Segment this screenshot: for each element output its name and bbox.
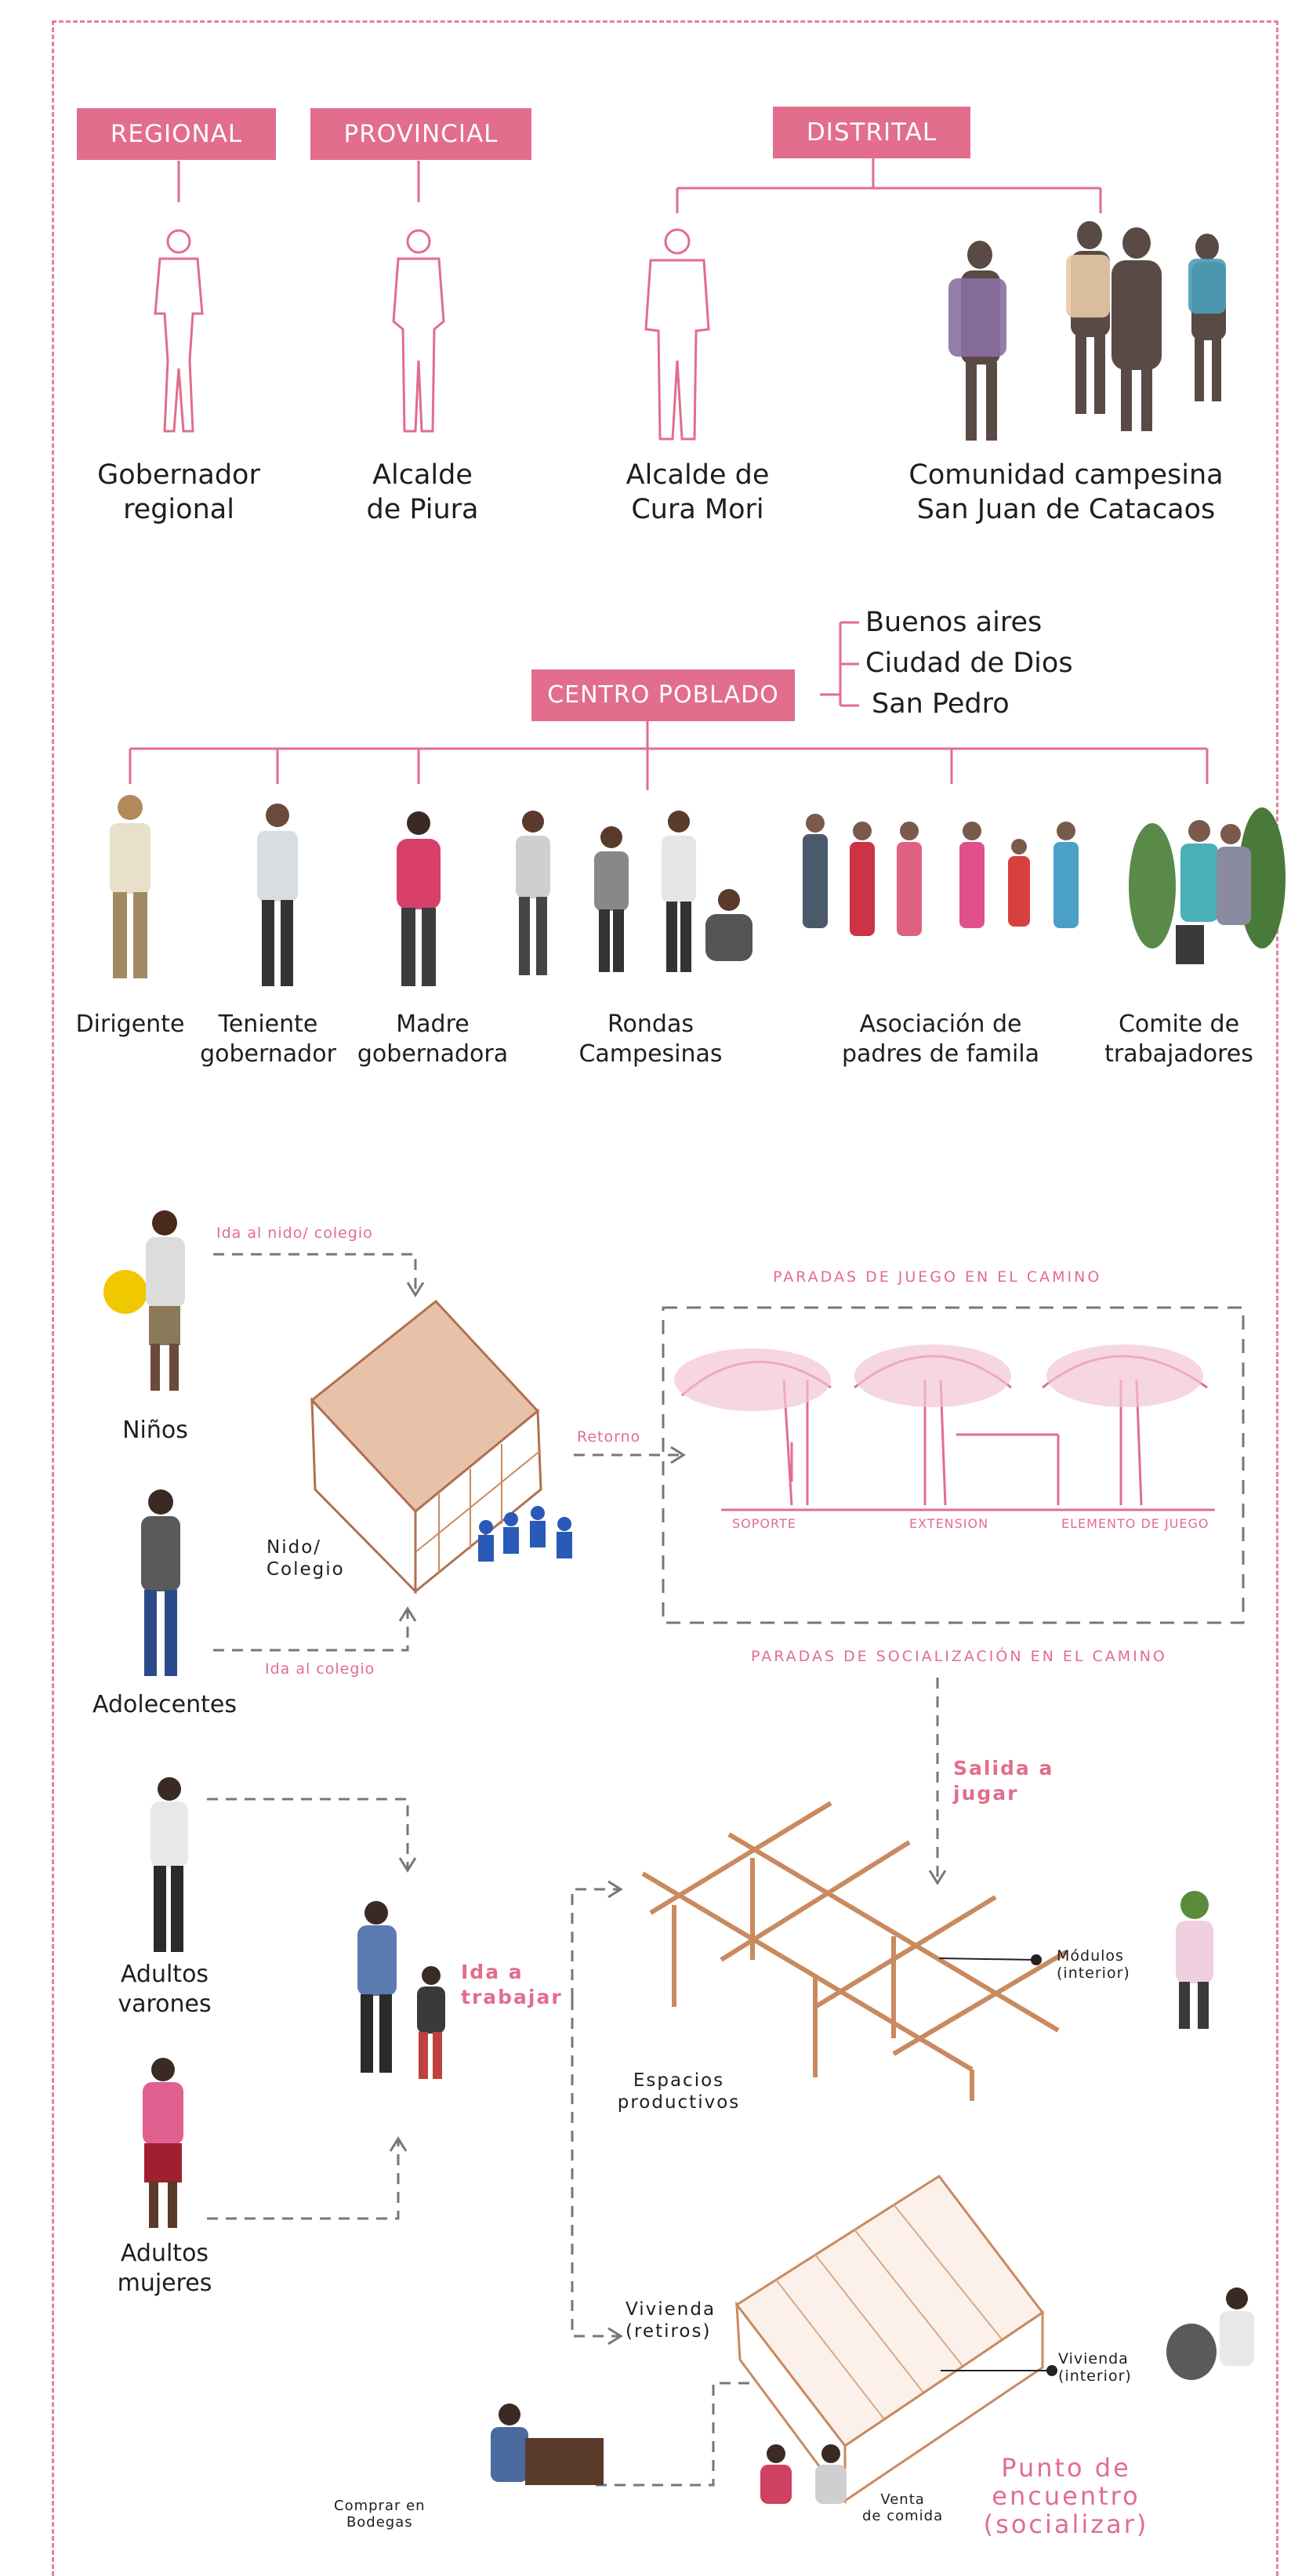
settlement-ciudad-de-dios: Ciudad de Dios: [865, 648, 1073, 679]
label-extension: EXTENSION: [909, 1516, 989, 1531]
dashed-frame: [52, 20, 1278, 2576]
label-distrital: DISTRITAL: [773, 107, 970, 158]
label-regional: REGIONAL: [77, 108, 276, 160]
actor-dirigente: Dirigente: [75, 1010, 185, 1038]
label-provincial: PROVINCIAL: [310, 108, 531, 160]
label-elemento: ELEMENTO DE JUEGO: [1061, 1516, 1209, 1531]
school-building: [310, 1299, 572, 1595]
flow-arrows: [207, 1253, 1245, 2487]
actor-silhouettes: [110, 795, 1286, 986]
settlement-buenos-aires: Buenos aires: [865, 607, 1043, 638]
label-ida-nido: Ida al nido/ colegio: [216, 1225, 373, 1242]
settlement-san-pedro: San Pedro: [872, 688, 1010, 720]
label-vivienda-interior: Vivienda(interior): [1058, 2350, 1132, 2385]
label-centro-poblado: CENTRO POBLADO: [531, 669, 795, 721]
group-adolecentes: Adolecentes: [92, 1691, 237, 1718]
title-paradas-social: PARADAS DE SOCIALIZACIÓN EN EL CAMINO: [751, 1648, 1167, 1665]
flow-people: [103, 1210, 1254, 2504]
title-paradas-juego: PARADAS DE JUEGO EN EL CAMINO: [773, 1268, 1102, 1286]
label-modulos: Módulos(interior): [1057, 1947, 1130, 1982]
label-ida-colegio: Ida al colegio: [265, 1660, 375, 1678]
person-outlines: [154, 228, 710, 441]
productive-structure: [641, 1801, 1068, 2101]
label-soporte: SOPORTE: [732, 1516, 796, 1531]
group-ninos: Niños: [122, 1417, 188, 1444]
label-vivienda-retiros: Vivienda(retiros): [626, 2299, 716, 2342]
label-retorno: Retorno: [577, 1428, 641, 1446]
label-nido-colegio: Nido/Colegio: [267, 1537, 345, 1580]
